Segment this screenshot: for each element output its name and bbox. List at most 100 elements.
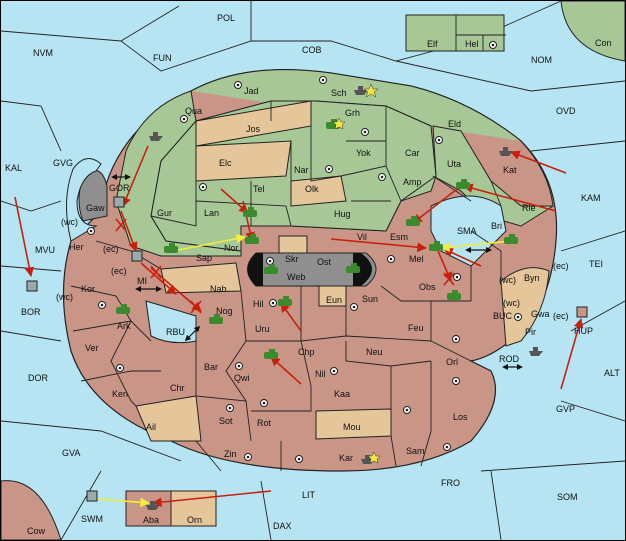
province-label-ost: Ost: [317, 257, 332, 267]
province-label-grh: Grh: [345, 108, 360, 118]
province-label-mou: Mou: [343, 422, 361, 432]
province-label-neu: Neu: [366, 347, 383, 357]
sea-label-kal: KAL: [5, 163, 22, 173]
sea-label-alt: ALT: [604, 368, 620, 378]
province-label-ver: Ver: [85, 343, 99, 353]
coast-label-ec: (ec): [553, 311, 569, 321]
army-icon: [264, 264, 278, 274]
sea-label-bor: BOR: [21, 307, 41, 317]
army-icon: [116, 304, 130, 314]
province-label-nar: Nar: [294, 165, 309, 175]
army-icon: [429, 241, 443, 251]
sea-label-gva: GVA: [62, 448, 80, 458]
fleet-icon: [149, 132, 163, 141]
sea-label-sma: SMA: [457, 226, 477, 236]
province-label-orn: Orn: [187, 515, 202, 525]
failed-orders: [115, 218, 455, 314]
province-label-her: Her: [69, 242, 84, 252]
fleet-icon: [529, 347, 543, 356]
province-con[interactable]: [560, 1, 625, 62]
province-elc[interactable]: [195, 140, 292, 182]
army-icon: [504, 234, 518, 244]
sea-label-tei: TEI: [589, 259, 603, 269]
sea-gvg-inlet[interactable]: [65, 158, 102, 242]
province-label-sam: Sam: [406, 446, 425, 456]
province-label-sch: Sch: [331, 88, 347, 98]
capital-east-cap: [353, 253, 372, 286]
sea-label-fro: FRO: [441, 478, 460, 488]
sea-label-fun: FUN: [153, 53, 172, 63]
star-icon: [332, 117, 346, 130]
coast-label-wc: (wc): [499, 275, 516, 285]
province-label-ail: Ail: [146, 422, 156, 432]
province-cow[interactable]: [1, 480, 62, 540]
fleet-icon: [86, 490, 98, 502]
province-label-bri: Bri: [491, 221, 502, 231]
province-label-amp: Amp: [403, 177, 422, 187]
sea-label-gvg: GVG: [53, 158, 73, 168]
province-label-gaw: Gaw: [86, 203, 105, 213]
sea-label-mvu: MVU: [35, 245, 55, 255]
province-label-obs: Obs: [419, 282, 436, 292]
province-label-chp: Chp: [298, 347, 315, 357]
province-label-eld: Eld: [448, 119, 461, 129]
army-icon: [245, 234, 259, 244]
province-label-kat: Kat: [503, 165, 517, 175]
province-label-rie: Rie: [522, 203, 536, 213]
army-icon: [447, 290, 461, 300]
province-label-esm: Esm: [390, 232, 408, 242]
army-icon: [278, 296, 292, 306]
province-label-sun: Sun: [362, 294, 378, 304]
province-label-hug: Hug: [334, 209, 351, 219]
sea-label-kam: KAM: [581, 193, 601, 203]
province-label-elc: Elc: [219, 158, 232, 168]
province-label-aba: Aba: [143, 515, 159, 525]
province-label-tel: Tel: [253, 184, 265, 194]
province-elf-hel-island[interactable]: [405, 14, 505, 52]
sea-label-con: Con: [595, 38, 612, 48]
province-label-sap: Sap: [196, 253, 212, 263]
province-olk[interactable]: [290, 175, 347, 207]
sea-label-nom: NOM: [531, 55, 552, 65]
fleet-icon: [113, 196, 125, 208]
sea-label-mi: MI: [137, 276, 147, 286]
supply-centers: [87, 41, 522, 463]
province-label-ark: Ark: [117, 321, 131, 331]
province-borders: [70, 101, 502, 472]
coast-label-wc: (wc): [61, 217, 78, 227]
sea-label-rbu: RBU: [166, 327, 185, 337]
province-label-kor: Kor: [81, 284, 95, 294]
province-label-zin: Zin: [224, 449, 237, 459]
star-icon: [367, 451, 381, 464]
province-labels: Elf Hel Jad Sch Qua Jos Grh Eld Yok Car …: [69, 39, 593, 525]
province-label-hup: HUP: [574, 326, 593, 336]
coast-label-ec: (ec): [111, 266, 127, 276]
province-label-hel: Hel: [465, 39, 479, 49]
army-icon: [209, 314, 223, 324]
convoy-markers: [111, 174, 523, 370]
province-label-chr: Chr: [170, 383, 185, 393]
province-label-skr: Skr: [285, 254, 299, 264]
sea-label-cow: Cow: [27, 526, 46, 536]
province-label-hil: Hil: [253, 299, 264, 309]
star-icon: [363, 83, 379, 98]
province-label-ken: Ken: [112, 389, 128, 399]
province-label-uta: Uta: [447, 159, 461, 169]
province-ail[interactable]: [135, 395, 202, 442]
province-label-rot: Rot: [257, 418, 272, 428]
province-label-olk: Olk: [305, 184, 319, 194]
province-gwa-pir[interactable]: [500, 267, 550, 347]
sea-label-dor: DOR: [28, 373, 49, 383]
coast-label-ec: (ec): [103, 244, 119, 254]
province-label-car: Car: [405, 148, 420, 158]
sea-label-gvp: GVP: [556, 404, 575, 414]
province-label-uru: Uru: [255, 324, 270, 334]
capital-west-cap: [247, 253, 263, 286]
fleet-icon: [131, 250, 143, 262]
province-label-sot: Sot: [219, 416, 233, 426]
sea-label-dax: DAX: [273, 521, 292, 531]
province-label-lan: Lan: [204, 208, 219, 218]
coast-label-wc: (wc): [56, 292, 73, 302]
